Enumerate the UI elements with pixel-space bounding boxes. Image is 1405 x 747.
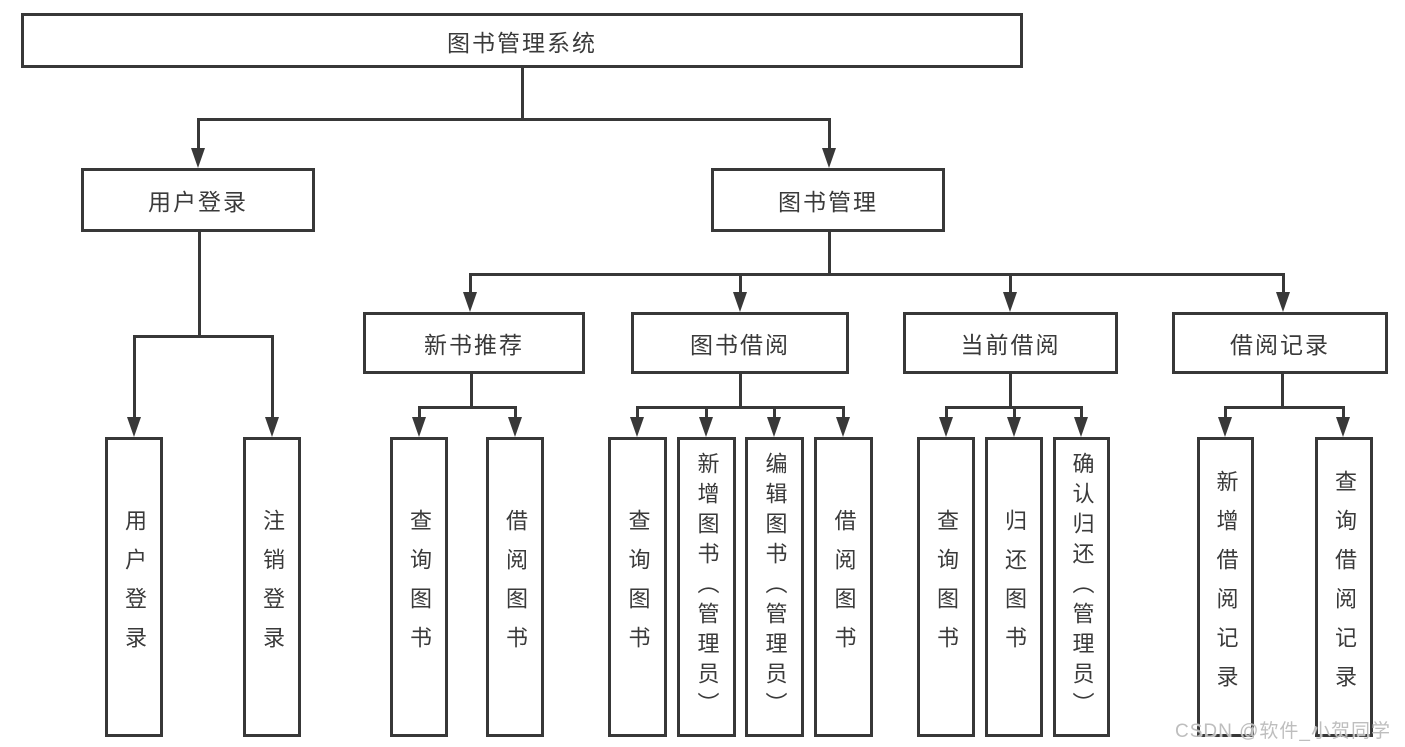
node-book-management: 图书管理	[711, 168, 945, 232]
node-leaf-edit-books-admin: 编辑图书（管理员）	[745, 437, 804, 737]
node-leaf-edit-books-admin-label: 编辑图书（管理员）	[762, 452, 788, 722]
branch-user-login-stem	[197, 232, 201, 338]
arrowhead-down-icon	[1276, 292, 1290, 312]
branch-current-borrowing-stem	[1008, 374, 1012, 409]
node-library-management-system-label: 图书管理系统	[447, 29, 597, 56]
branch-user-login-drop	[132, 335, 136, 421]
node-book-borrowing-label: 图书借阅	[690, 332, 790, 358]
branch-book-borrowing-drop	[772, 406, 776, 421]
node-user-login-label: 用户登录	[148, 189, 248, 215]
branch-new-book-recommend-stem	[469, 374, 473, 409]
node-leaf-query-books-borrowing: 查询图书	[608, 437, 667, 737]
branch-new-book-recommend-bar	[417, 406, 517, 409]
arrowhead-down-icon	[699, 417, 713, 437]
arrowhead-down-icon	[508, 417, 522, 437]
node-leaf-user-login: 用户登录	[105, 437, 163, 737]
node-leaf-query-books-current-label: 查询图书	[934, 509, 959, 665]
node-current-borrowing: 当前借阅	[903, 312, 1118, 374]
branch-book-borrowing-stem	[738, 374, 742, 409]
branch-book-borrowing-drop	[635, 406, 639, 421]
branch-book-management-drop	[1008, 273, 1012, 296]
branch-book-management-drop	[468, 273, 472, 296]
node-new-book-recommend: 新书推荐	[363, 312, 585, 374]
node-leaf-borrow-books-label: 借阅图书	[831, 509, 857, 665]
node-user-login: 用户登录	[81, 168, 315, 232]
branch-user-login-drop	[270, 335, 274, 421]
watermark: CSDN @软件_小贺同学	[1175, 721, 1391, 742]
node-borrowing-records-label: 借阅记录	[1230, 332, 1330, 358]
branch-book-management-drop	[738, 273, 742, 296]
arrowhead-down-icon	[822, 148, 836, 168]
arrowhead-down-icon	[939, 417, 953, 437]
node-book-borrowing: 图书借阅	[631, 312, 849, 374]
arrowhead-down-icon	[836, 417, 850, 437]
branch-root-bar	[196, 118, 831, 121]
node-leaf-query-books-current: 查询图书	[917, 437, 975, 737]
arrowhead-down-icon	[463, 292, 477, 312]
branch-new-book-recommend-drop	[513, 406, 517, 421]
node-library-management-system: 图书管理系统	[21, 13, 1023, 68]
node-leaf-add-books-admin-label: 新增图书（管理员）	[694, 452, 720, 722]
node-book-management-label: 图书管理	[778, 189, 878, 215]
branch-root-drop	[196, 118, 200, 152]
arrowhead-down-icon	[191, 148, 205, 168]
node-leaf-confirm-return-admin-label: 确认归还（管理员）	[1069, 452, 1095, 722]
node-leaf-add-borrow-record: 新增借阅记录	[1197, 437, 1254, 737]
node-leaf-query-borrow-record-label: 查询借阅记录	[1332, 470, 1357, 704]
arrowhead-down-icon	[1074, 417, 1088, 437]
node-leaf-query-books-recommend-label: 查询图书	[407, 509, 432, 665]
branch-root-stem	[520, 68, 524, 121]
node-leaf-confirm-return-admin: 确认归还（管理员）	[1053, 437, 1110, 737]
branch-book-borrowing-bar	[635, 406, 845, 409]
arrowhead-down-icon	[265, 417, 279, 437]
node-new-book-recommend-label: 新书推荐	[424, 332, 524, 358]
node-leaf-add-books-admin: 新增图书（管理员）	[677, 437, 736, 737]
arrowhead-down-icon	[1007, 417, 1021, 437]
node-leaf-return-books: 归还图书	[985, 437, 1043, 737]
node-leaf-add-borrow-record-label: 新增借阅记录	[1213, 470, 1239, 704]
branch-user-login-bar	[132, 335, 274, 338]
arrowhead-down-icon	[1003, 292, 1017, 312]
node-leaf-borrow-books-recommend: 借阅图书	[486, 437, 544, 737]
node-leaf-logout-label: 注销登录	[260, 509, 285, 665]
branch-current-borrowing-drop	[1012, 406, 1016, 421]
branch-book-management-drop	[1281, 273, 1285, 296]
arrowhead-down-icon	[630, 417, 644, 437]
branch-borrowing-records-bar	[1223, 406, 1345, 409]
branch-borrowing-records-stem	[1280, 374, 1284, 409]
branch-book-management-bar	[468, 273, 1285, 276]
node-leaf-user-login-label: 用户登录	[122, 509, 147, 665]
arrowhead-down-icon	[733, 292, 747, 312]
arrowhead-down-icon	[127, 417, 141, 437]
branch-book-management-stem	[827, 232, 831, 276]
node-current-borrowing-label: 当前借阅	[960, 332, 1061, 358]
node-leaf-logout: 注销登录	[243, 437, 301, 737]
node-borrowing-records: 借阅记录	[1172, 312, 1388, 374]
arrowhead-down-icon	[767, 417, 781, 437]
node-leaf-query-books-borrowing-label: 查询图书	[625, 509, 651, 665]
branch-current-borrowing-drop	[1079, 406, 1083, 421]
branch-new-book-recommend-drop	[417, 406, 421, 421]
arrowhead-down-icon	[1218, 417, 1232, 437]
branch-current-borrowing-drop	[944, 406, 948, 421]
branch-book-borrowing-drop	[841, 406, 845, 421]
branch-borrowing-records-drop	[1341, 406, 1345, 421]
branch-borrowing-records-drop	[1223, 406, 1227, 421]
node-leaf-query-borrow-record: 查询借阅记录	[1315, 437, 1373, 737]
branch-book-borrowing-drop	[704, 406, 708, 421]
node-leaf-return-books-label: 归还图书	[1002, 509, 1027, 665]
node-leaf-borrow-books-recommend-label: 借阅图书	[503, 509, 528, 665]
node-leaf-borrow-books: 借阅图书	[814, 437, 873, 737]
arrowhead-down-icon	[1336, 417, 1350, 437]
arrowhead-down-icon	[412, 417, 426, 437]
branch-root-drop	[827, 118, 831, 152]
node-leaf-query-books-recommend: 查询图书	[390, 437, 448, 737]
